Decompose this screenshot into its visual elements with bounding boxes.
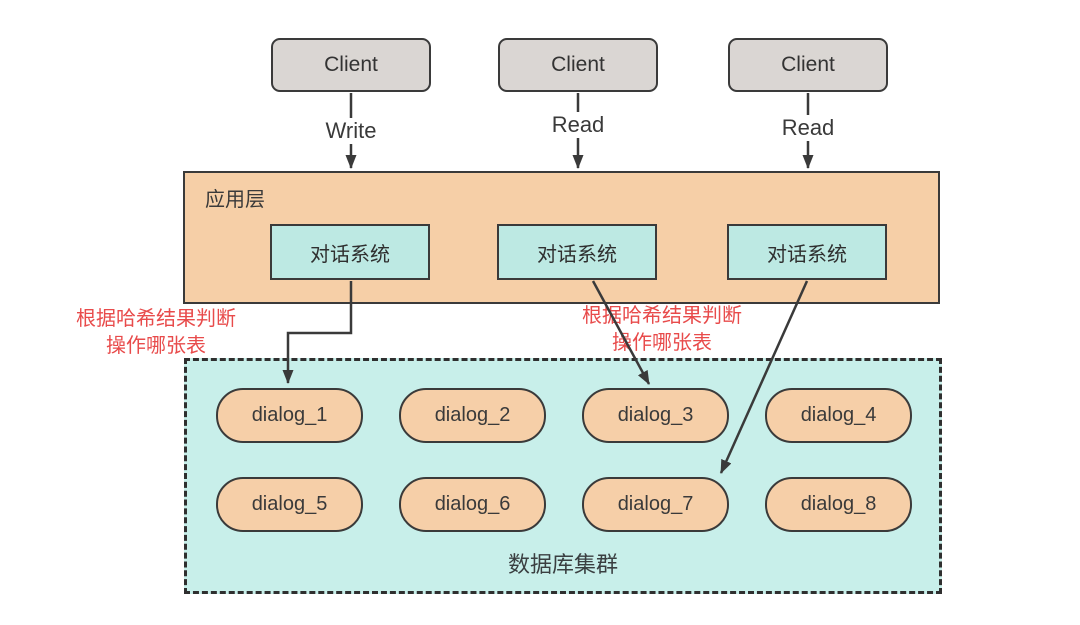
edge-label-read-1: Read xyxy=(546,112,610,138)
table-label: dialog_5 xyxy=(251,493,328,515)
table-dialog-3: dialog_3 xyxy=(582,388,729,443)
dialog-system-box-3: 对话系统 xyxy=(727,224,887,280)
table-dialog-4: dialog_4 xyxy=(765,388,912,443)
dialog-system-box-2: 对话系统 xyxy=(497,224,657,280)
hash-note-line1: 根据哈希结果判断 xyxy=(582,305,742,327)
hash-note-line2: 操作哪张表 xyxy=(106,335,206,357)
dialog-system-box-1: 对话系统 xyxy=(270,224,430,280)
app-layer-label: 应用层 xyxy=(205,189,265,211)
hash-note-right: 根据哈希结果判断 操作哪张表 xyxy=(556,303,768,357)
dialog-system-label: 对话系统 xyxy=(310,243,390,266)
table-dialog-7: dialog_7 xyxy=(582,477,729,532)
hash-note-line1: 根据哈希结果判断 xyxy=(76,308,236,330)
edge-label-write: Write xyxy=(320,118,382,144)
hash-note-line2: 操作哪张表 xyxy=(612,332,712,354)
table-dialog-5: dialog_5 xyxy=(216,477,363,532)
table-label: dialog_4 xyxy=(800,404,877,426)
table-label: dialog_1 xyxy=(251,404,328,426)
db-cluster-label: 数据库集群 xyxy=(507,552,618,577)
table-dialog-8: dialog_8 xyxy=(765,477,912,532)
table-label: dialog_8 xyxy=(800,493,877,515)
client-box-3: Client xyxy=(728,38,888,92)
table-dialog-1: dialog_1 xyxy=(216,388,363,443)
table-label: dialog_3 xyxy=(617,404,694,426)
client-box-2: Client xyxy=(498,38,658,92)
client-label: Client xyxy=(781,53,835,76)
client-label: Client xyxy=(551,53,605,76)
client-box-1: Client xyxy=(271,38,431,92)
table-label: dialog_7 xyxy=(617,493,694,515)
dialog-system-label: 对话系统 xyxy=(767,243,847,266)
hash-note-left: 根据哈希结果判断 操作哪张表 xyxy=(50,306,262,360)
client-label: Client xyxy=(324,53,378,76)
table-label: dialog_2 xyxy=(434,404,511,426)
edge-label-read-2: Read xyxy=(776,115,840,141)
dialog-system-label: 对话系统 xyxy=(537,243,617,266)
table-dialog-2: dialog_2 xyxy=(399,388,546,443)
table-label: dialog_6 xyxy=(434,493,511,515)
table-dialog-6: dialog_6 xyxy=(399,477,546,532)
